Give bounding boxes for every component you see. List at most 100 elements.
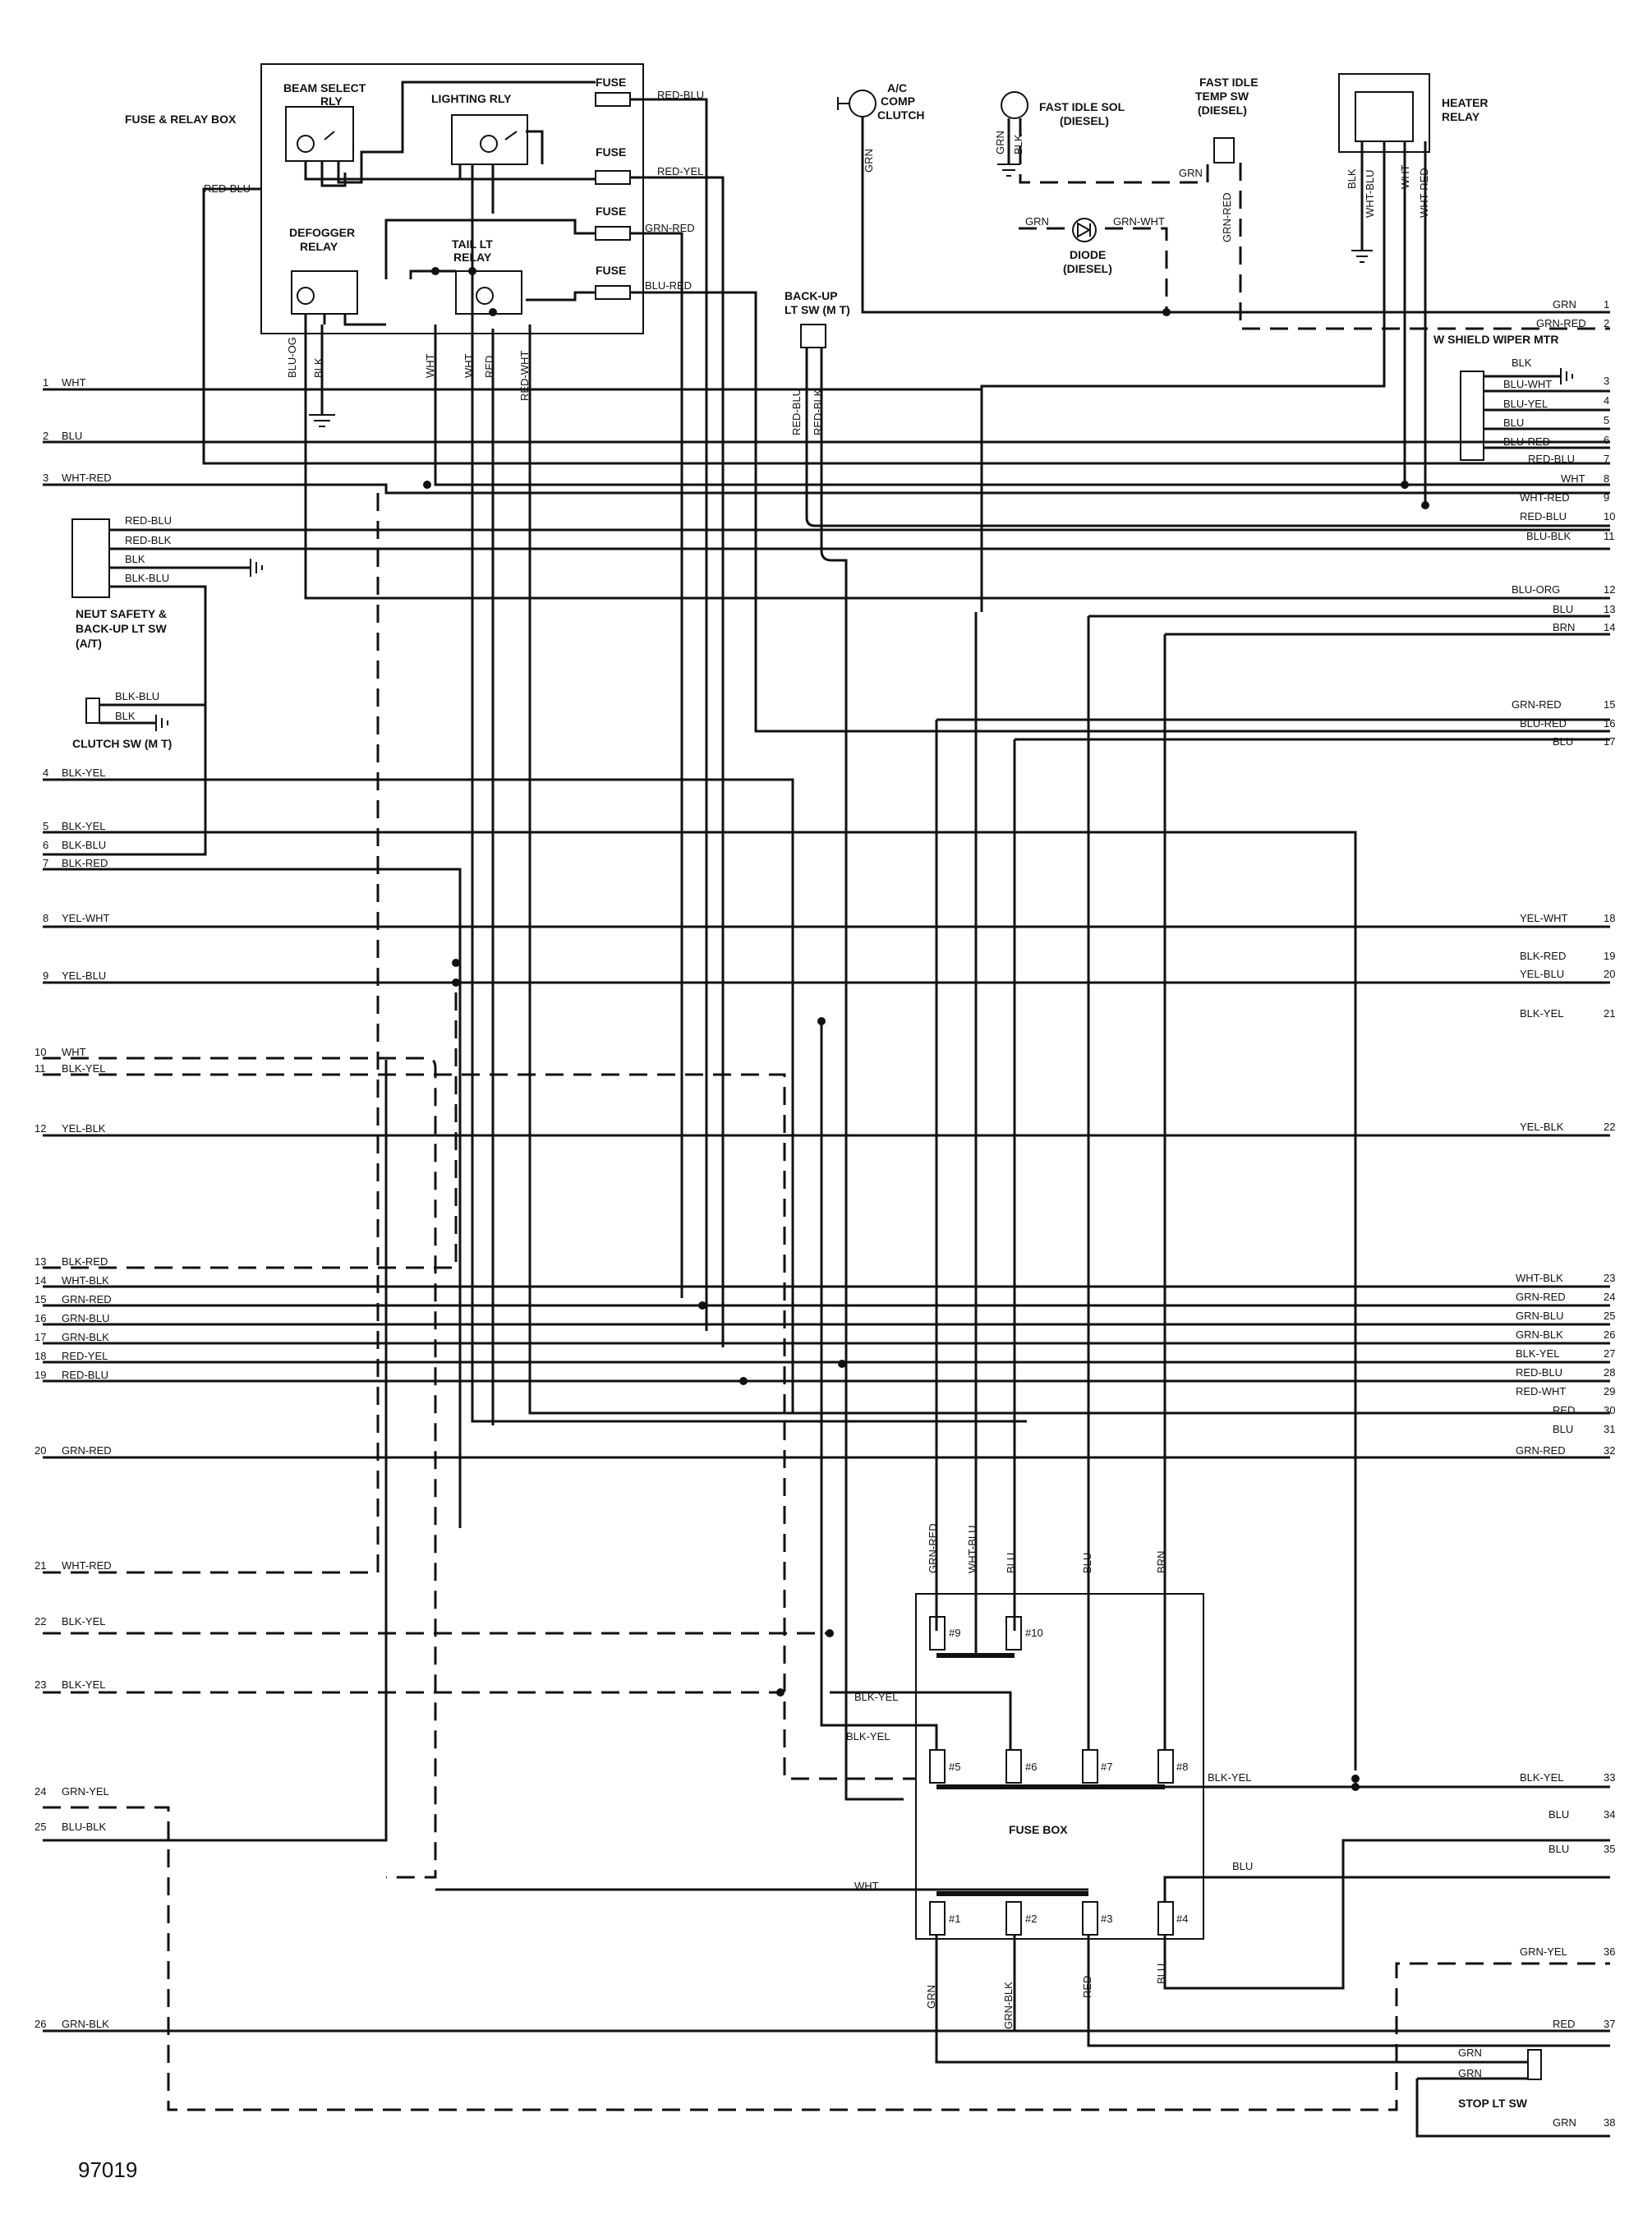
svg-text:BLK-RED: BLK-RED xyxy=(62,857,108,869)
svg-text:7: 7 xyxy=(1604,453,1609,465)
svg-text:31: 31 xyxy=(1604,1423,1615,1435)
svg-text:FAST IDLE: FAST IDLE xyxy=(1199,76,1259,89)
svg-text:BLK-BLU: BLK-BLU xyxy=(62,839,106,851)
svg-text:19: 19 xyxy=(1604,950,1615,962)
svg-text:GRN: GRN xyxy=(1179,167,1203,179)
svg-text:17: 17 xyxy=(1604,735,1615,748)
svg-text:BLK-YEL: BLK-YEL xyxy=(854,1691,898,1703)
svg-text:BLK-BLU: BLK-BLU xyxy=(115,690,159,702)
svg-text:WHT-RED: WHT-RED xyxy=(62,1559,112,1572)
svg-text:1: 1 xyxy=(1604,298,1609,311)
svg-text:BLU-RED: BLU-RED xyxy=(645,279,692,292)
svg-text:FAST IDLE SOL: FAST IDLE SOL xyxy=(1039,100,1125,113)
svg-text:BLK-YEL: BLK-YEL xyxy=(62,1678,105,1691)
svg-text:3: 3 xyxy=(1604,375,1609,387)
svg-text:COMP: COMP xyxy=(881,94,915,108)
svg-text:BLU-YEL: BLU-YEL xyxy=(1503,398,1548,410)
svg-text:GRN-YEL: GRN-YEL xyxy=(1520,1945,1567,1958)
fuse-8 xyxy=(1157,1749,1174,1784)
svg-text:GRN-RED: GRN-RED xyxy=(1516,1444,1566,1457)
fuse-5 xyxy=(929,1749,946,1784)
svg-text:13: 13 xyxy=(1604,603,1615,615)
svg-text:RED: RED xyxy=(1553,1404,1575,1416)
svg-text:BLU: BLU xyxy=(1503,417,1524,429)
svg-text:DEFOGGER: DEFOGGER xyxy=(289,226,355,239)
svg-text:4: 4 xyxy=(43,767,48,779)
svg-text:GRN: GRN xyxy=(1553,298,1576,311)
svg-text:(DIESEL): (DIESEL) xyxy=(1060,114,1109,127)
svg-text:10: 10 xyxy=(1604,510,1615,523)
svg-text:14: 14 xyxy=(1604,621,1615,633)
svg-text:#7: #7 xyxy=(1101,1761,1112,1773)
svg-text:#3: #3 xyxy=(1101,1913,1112,1925)
svg-text:GRN: GRN xyxy=(994,131,1006,154)
svg-text:YEL-BLU: YEL-BLU xyxy=(62,969,106,982)
svg-text:5: 5 xyxy=(43,820,48,832)
svg-text:11: 11 xyxy=(35,1062,46,1075)
svg-text:#4: #4 xyxy=(1176,1913,1188,1925)
svg-text:BLK-RED: BLK-RED xyxy=(1520,950,1566,962)
svg-text:7: 7 xyxy=(43,857,48,869)
svg-text:#2: #2 xyxy=(1025,1913,1037,1925)
svg-text:GRN-RED: GRN-RED xyxy=(62,1444,112,1457)
svg-text:WHT: WHT xyxy=(62,1046,86,1058)
svg-text:BLK: BLK xyxy=(115,710,136,722)
svg-text:23: 23 xyxy=(35,1678,46,1691)
svg-text:18: 18 xyxy=(1604,912,1615,924)
svg-text:BLU: BLU xyxy=(1232,1860,1253,1872)
svg-text:BLK: BLK xyxy=(1512,357,1532,369)
svg-text:#6: #6 xyxy=(1025,1761,1037,1773)
svg-text:24: 24 xyxy=(1604,1291,1615,1303)
svg-text:LT SW (M T): LT SW (M T) xyxy=(785,303,850,316)
svg-text:WHT: WHT xyxy=(424,353,436,378)
svg-text:GRN-RED: GRN-RED xyxy=(645,222,695,234)
svg-text:(DIESEL): (DIESEL) xyxy=(1198,104,1247,117)
defogger-relay: DEFOGGER RELAY xyxy=(289,226,358,315)
svg-text:BLU: BLU xyxy=(1553,1423,1573,1435)
svg-text:3: 3 xyxy=(43,472,48,484)
svg-text:BACK-UP LT SW: BACK-UP LT SW xyxy=(76,622,167,635)
relay-box-fuses: FUSE FUSE FUSE FUSE xyxy=(595,76,631,300)
svg-text:18: 18 xyxy=(35,1350,46,1362)
svg-text:#9: #9 xyxy=(949,1627,960,1639)
svg-text:GRN: GRN xyxy=(925,1985,937,2009)
svg-text:#1: #1 xyxy=(949,1913,960,1925)
svg-text:BLK-YEL: BLK-YEL xyxy=(1520,1771,1563,1784)
svg-text:30: 30 xyxy=(1604,1404,1615,1416)
svg-text:A/C: A/C xyxy=(887,81,907,94)
svg-text:WHT-BLU: WHT-BLU xyxy=(1364,170,1376,219)
svg-text:BLK-YEL: BLK-YEL xyxy=(1516,1347,1559,1360)
svg-text:26: 26 xyxy=(1604,1328,1615,1341)
svg-text:BLK: BLK xyxy=(125,553,145,565)
svg-text:DIODE: DIODE xyxy=(1070,248,1106,261)
svg-text:BLU: BLU xyxy=(1553,603,1573,615)
svg-text:LIGHTING RLY: LIGHTING RLY xyxy=(431,92,512,105)
svg-text:14: 14 xyxy=(35,1274,46,1287)
svg-text:RED-BLU: RED-BLU xyxy=(62,1369,108,1381)
svg-text:GRN-RED: GRN-RED xyxy=(1221,192,1233,242)
svg-text:22: 22 xyxy=(1604,1121,1615,1133)
fuse-relay-box-label: FUSE & RELAY BOX xyxy=(125,113,237,126)
svg-text:12: 12 xyxy=(1604,583,1615,596)
svg-text:15: 15 xyxy=(1604,698,1615,711)
lighting-relay: LIGHTING RLY xyxy=(431,92,528,165)
svg-text:BLU-ORG: BLU-ORG xyxy=(1512,583,1560,596)
svg-text:25: 25 xyxy=(1604,1310,1615,1322)
svg-text:(DIESEL): (DIESEL) xyxy=(1063,262,1112,275)
neut-safety-backup-lt-sw: RED-BLU RED-BLK BLK BLK-BLU NEUT SAFETY … xyxy=(43,514,1610,856)
svg-text:4: 4 xyxy=(1604,394,1609,407)
svg-text:6: 6 xyxy=(43,839,48,851)
svg-text:FUSE BOX: FUSE BOX xyxy=(1009,1823,1068,1836)
svg-text:BLU-OG: BLU-OG xyxy=(286,337,298,378)
svg-text:CLUTCH: CLUTCH xyxy=(877,108,925,122)
svg-text:8: 8 xyxy=(1604,472,1609,485)
svg-text:24: 24 xyxy=(35,1785,46,1798)
svg-text:BLU-WHT: BLU-WHT xyxy=(1503,378,1552,390)
svg-text:BLK: BLK xyxy=(1012,134,1024,154)
svg-text:BLU: BLU xyxy=(1548,1808,1569,1821)
svg-text:BLK-YEL: BLK-YEL xyxy=(1208,1771,1251,1784)
svg-text:36: 36 xyxy=(1604,1945,1615,1958)
svg-text:RED-YEL: RED-YEL xyxy=(657,165,703,177)
svg-text:21: 21 xyxy=(1604,1007,1615,1020)
